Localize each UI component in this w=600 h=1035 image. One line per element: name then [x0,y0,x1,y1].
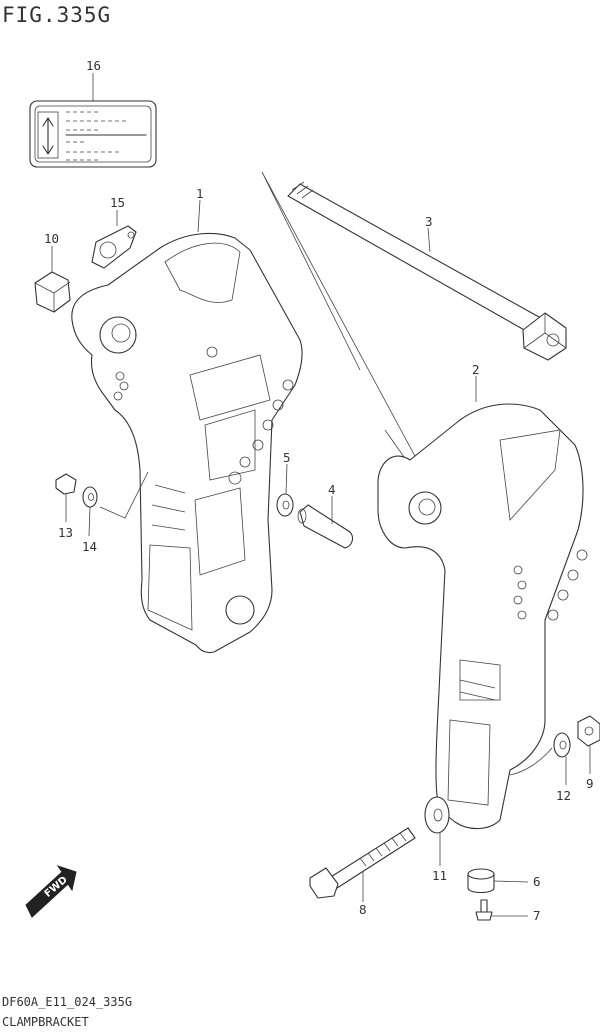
part-7-screw [475,899,493,921]
part-3-tilt-tube-bolt [287,181,567,361]
part-16-label-plate [29,100,157,168]
callout-11: 11 [432,868,447,883]
part-9-nut [577,715,600,747]
part-1-clamp-bracket [71,232,303,654]
part-15-plate [91,225,137,269]
part-6-spacer [467,868,495,894]
callout-13: 13 [58,525,73,540]
callout-9: 9 [586,776,594,791]
part-12-washer [553,732,571,758]
figure-name: CLAMPBRACKET [2,1015,89,1029]
leader-lines [51,73,591,917]
part-11-washer [424,796,450,834]
callout-14: 14 [82,539,97,554]
drawing-code: DF60A_E11_024_335G [2,995,133,1009]
part-13-nut [55,473,77,495]
callout-5: 5 [283,450,291,465]
callout-12: 12 [556,788,571,803]
callout-10: 10 [44,231,59,246]
callout-16: 16 [86,58,101,73]
part-8-bolt [309,827,416,899]
part-2-clamp-bracket [377,403,588,830]
callout-4: 4 [328,482,336,497]
part-10-nut [34,271,71,313]
callout-15: 15 [110,195,125,210]
figure-title: FIG.335G [2,3,112,27]
part-5-washer [276,493,294,517]
callout-6: 6 [533,874,541,889]
callout-7: 7 [533,908,541,923]
callout-2: 2 [472,362,480,377]
callout-1: 1 [196,186,204,201]
callout-numbers: 16 15 10 1 3 2 5 4 13 14 12 9 11 6 7 8 [44,58,594,923]
callout-8: 8 [359,902,367,917]
callout-3: 3 [425,214,433,229]
part-4-pin [297,504,354,549]
fwd-arrow-icon: FWD [25,865,77,918]
part-14-washer [82,486,98,508]
